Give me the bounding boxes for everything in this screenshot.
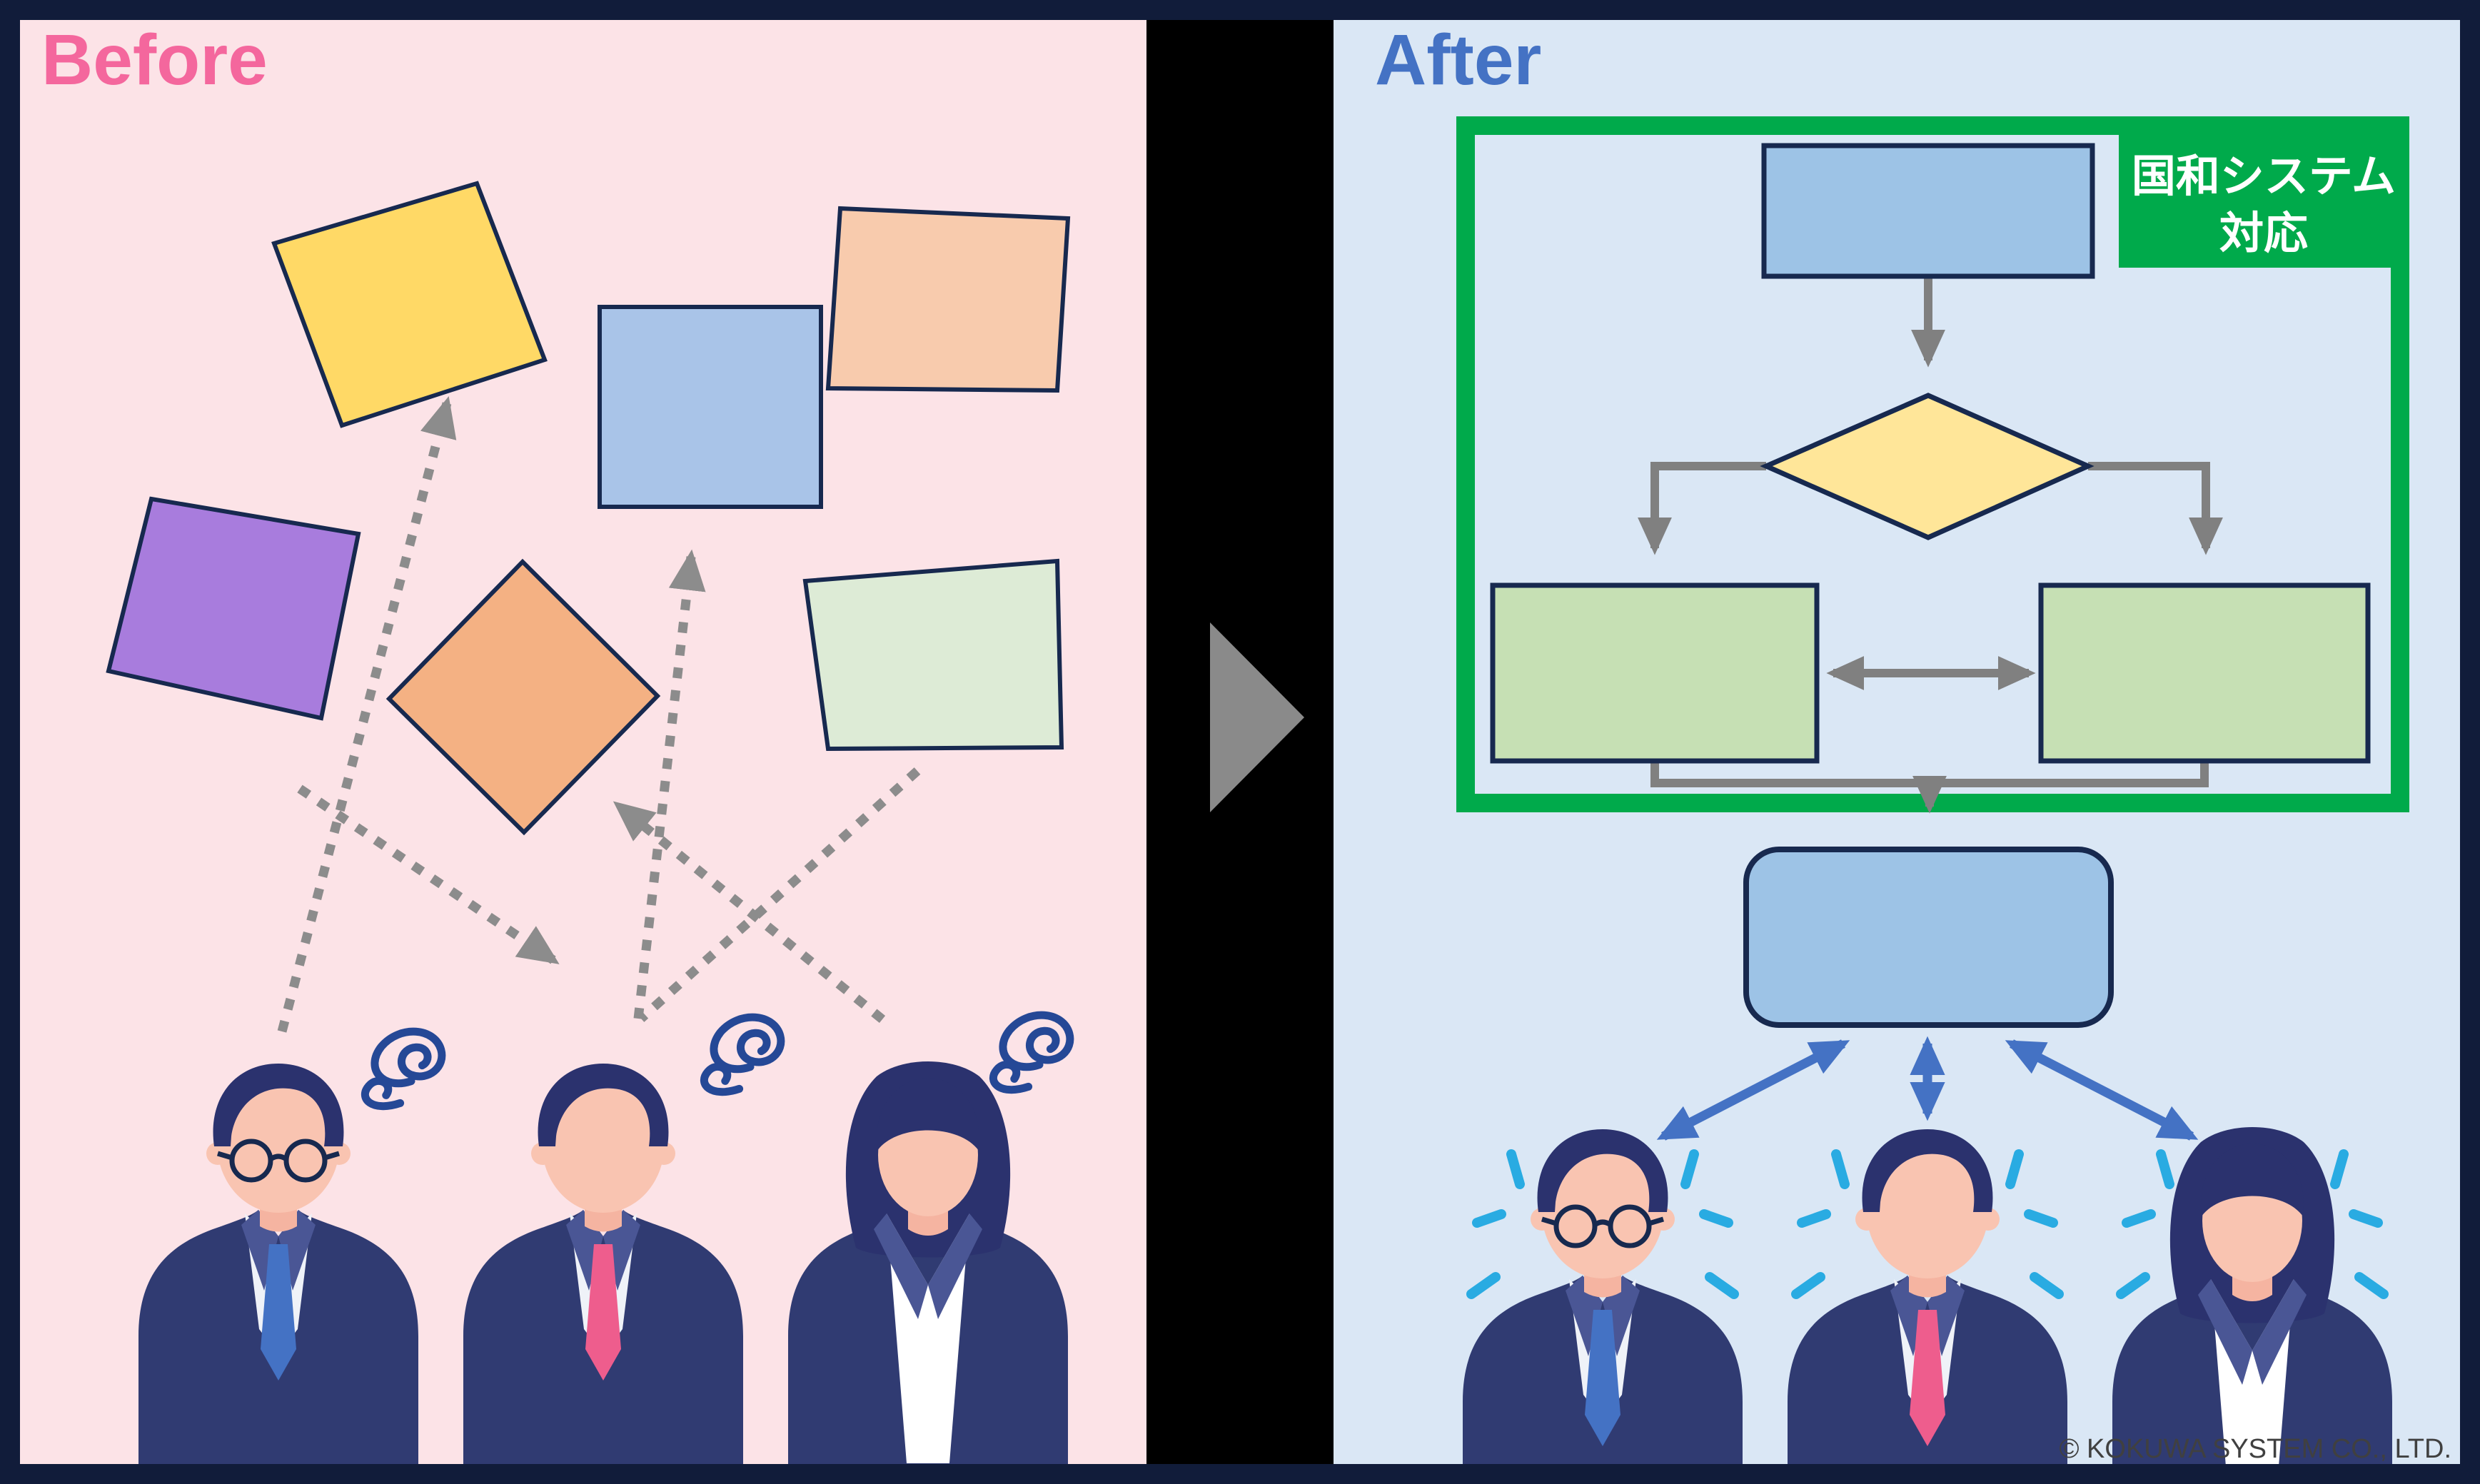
sticky-note-peach (825, 206, 1071, 393)
system-badge-line1: 国和システム (2132, 152, 2396, 201)
sticky-note-purple (106, 496, 361, 721)
tie (1585, 1310, 1620, 1446)
before-person-2 (463, 1064, 743, 1464)
flow-arrow-left (1638, 462, 1766, 555)
before-panel: Before (20, 20, 1146, 1464)
flow-node-process-left (1490, 582, 1820, 764)
dashed-arrow-1 (277, 395, 457, 1033)
dashed-arrow-4 (613, 801, 886, 1024)
next-arrow-icon (1210, 622, 1304, 812)
after-person-1 (1463, 1129, 1743, 1464)
flow-node-decision (1760, 393, 2095, 540)
tie (1910, 1310, 1945, 1446)
share-arrow-right (2005, 1039, 2199, 1141)
after-person-2 (1788, 1129, 2067, 1464)
before-title: Before (41, 20, 268, 100)
sticky-note-orange-diamond (385, 558, 661, 836)
system-badge (2119, 116, 2409, 268)
after-panel: After 国和システム 対応 (1334, 20, 2460, 1464)
tie (261, 1244, 296, 1380)
copyright-text: © KOKUWA SYSTEM CO., LTD. (2059, 1434, 2451, 1464)
after-title: After (1375, 20, 1541, 100)
flow-node-start (1761, 143, 2095, 279)
sticky-note-green (802, 558, 1064, 752)
flow-node-process-right (2038, 582, 2371, 764)
system-badge-line2: 対応 (2219, 209, 2308, 258)
share-arrow-left (1656, 1039, 1850, 1141)
share-arrows (1656, 1036, 2199, 1141)
dashed-arrow-2 (297, 784, 560, 964)
before-person-1 (138, 1064, 418, 1464)
divider (1146, 20, 1334, 1464)
flow-node-output (1743, 847, 2114, 1028)
flowchart (1490, 143, 2371, 1028)
dashed-line-5 (637, 767, 921, 1022)
dashed-arrow-3 (633, 549, 706, 1019)
chaos-arrows (277, 395, 921, 1033)
flow-arrow-right (2088, 462, 2223, 555)
sticky-note-yellow (271, 181, 548, 428)
sticky-note-blue (598, 305, 823, 509)
tie (585, 1244, 621, 1380)
